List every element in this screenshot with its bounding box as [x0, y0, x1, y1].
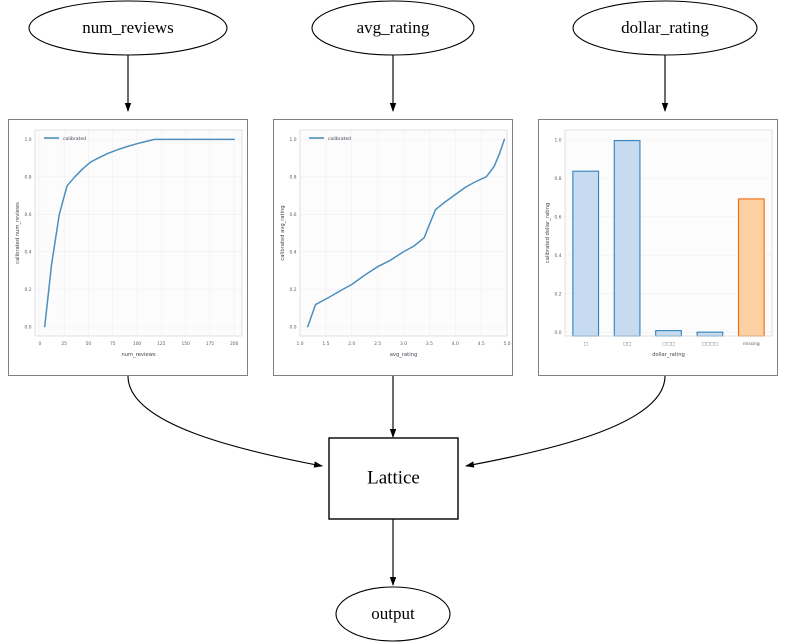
- ellipse-shape: [311, 0, 475, 56]
- y-axis-label: calibrated avg_rating: [280, 205, 286, 260]
- y-tick-label: 0.0: [25, 324, 32, 330]
- node-label-output: output: [371, 604, 415, 623]
- y-tick-label: 0.8: [290, 175, 297, 181]
- bar: [696, 331, 724, 337]
- ellipse-shape: [572, 0, 758, 56]
- x-tick-label: □□□: [662, 342, 674, 347]
- node-label-dollar-rating: dollar_rating: [621, 18, 709, 37]
- y-tick-label: 1.0: [25, 137, 32, 143]
- x-tick-label: 5.0: [504, 341, 511, 347]
- x-tick-label: 0: [38, 341, 41, 347]
- y-tick-label: 0.6: [290, 212, 297, 218]
- y-tick-label: 0.4: [290, 249, 297, 255]
- y-tick-label: 0.8: [25, 175, 32, 181]
- y-tick-label: 0.2: [25, 287, 32, 293]
- axes-spines: [564, 129, 773, 337]
- axes-spines: [299, 129, 508, 337]
- y-tick-label: 0.0: [555, 330, 562, 336]
- y-tick-label: 0.6: [25, 212, 32, 218]
- calibration-line: [43, 138, 235, 328]
- x-axis-label: dollar_rating: [652, 352, 685, 358]
- x-tick-label: 4.5: [478, 341, 485, 347]
- x-tick-label: □□□□: [702, 342, 719, 347]
- y-tick-label: 0.2: [290, 287, 297, 293]
- plot-background: [565, 130, 772, 336]
- x-tick-label: 50: [86, 341, 92, 347]
- node-label-num-reviews: num_reviews: [82, 18, 174, 37]
- y-tick-label: 0.4: [25, 249, 32, 255]
- bar: [737, 198, 765, 337]
- calibration-line: [307, 138, 506, 328]
- ellipse-shape: [28, 0, 228, 56]
- legend-label: calibrated: [63, 136, 86, 142]
- x-tick-label: 75: [110, 341, 116, 347]
- y-tick-label: 0.4: [555, 253, 562, 259]
- axes-spines: [34, 129, 243, 337]
- edge-plot3-to-lattice: [465, 375, 666, 468]
- x-axis-label: avg_rating: [390, 352, 418, 358]
- x-tick-label: 175: [206, 341, 215, 347]
- node-lattice[interactable]: Lattice: [328, 437, 459, 520]
- bar: [655, 330, 682, 337]
- node-label-avg-rating: avg_rating: [357, 18, 430, 37]
- node-label-lattice: Lattice: [367, 467, 420, 488]
- chart-panel-avg-rating: 0.0 0.2 0.4 0.6 0.8 1.0 1.0 1.5 2.0 2.5 3.0 3.5 4.0 4…: [273, 119, 513, 376]
- x-tick-label: 3.0: [400, 341, 407, 347]
- y-tick-label: 0.0: [290, 324, 297, 330]
- y-tick-label: 0.8: [555, 176, 562, 182]
- legend-label: calibrated: [328, 136, 351, 142]
- x-tick-label: 2.0: [348, 341, 355, 347]
- x-tick-label: 100: [133, 341, 142, 347]
- y-axis-label: calibrated dollar_rating: [545, 203, 551, 263]
- node-num-reviews[interactable]: num_reviews: [28, 0, 228, 56]
- rect-shape: [328, 437, 459, 520]
- x-tick-label: 150: [181, 341, 190, 347]
- y-tick-label: 0.2: [555, 291, 562, 297]
- y-tick-label: 1.0: [290, 137, 297, 143]
- node-dollar-rating[interactable]: dollar_rating: [572, 0, 758, 56]
- y-tick-label: 0.6: [555, 214, 562, 220]
- chart-panel-num-reviews: 0.0 0.2 0.4 0.6 0.8 1.0 0 25 50 75 100 125 150 175 200…: [8, 119, 248, 376]
- x-tick-label: 4.0: [452, 341, 459, 347]
- x-axis-label: num_reviews: [121, 352, 155, 358]
- bar: [572, 170, 600, 337]
- bar: [613, 140, 641, 337]
- x-tick-label: 125: [157, 341, 166, 347]
- x-tick-label: □: [584, 342, 588, 347]
- plot-background: [35, 130, 242, 336]
- y-axis-label: calibrated num_reviews: [15, 202, 21, 264]
- x-tick-label: 1.5: [322, 341, 329, 347]
- edge-plot1-to-lattice: [127, 375, 323, 468]
- y-tick-label: 1.0: [555, 137, 562, 143]
- calibration-plot-dollar-rating: 0.00.20.40.60.81.0□□□□□□□□□□missingdolla…: [545, 129, 773, 358]
- calibration-plot-avg-rating: 0.0 0.2 0.4 0.6 0.8 1.0 1.0 1.5 2.0 2.5 3.0 3.5 4.0 4…: [280, 129, 511, 358]
- x-tick-label: 2.5: [374, 341, 381, 347]
- x-tick-label: 25: [61, 341, 67, 347]
- calibration-plot-num-reviews: 0.0 0.2 0.4 0.6 0.8 1.0 0 25 50 75 100 125 150 175 200…: [15, 129, 243, 358]
- node-output[interactable]: output: [335, 586, 451, 642]
- x-tick-label: □□: [623, 342, 631, 347]
- x-tick-label: missing: [743, 341, 760, 347]
- ellipse-shape: [335, 586, 451, 642]
- x-tick-label: 200: [230, 341, 239, 347]
- x-tick-label: 3.5: [426, 341, 433, 347]
- node-avg-rating[interactable]: avg_rating: [311, 0, 475, 56]
- x-tick-label: 1.0: [297, 341, 304, 347]
